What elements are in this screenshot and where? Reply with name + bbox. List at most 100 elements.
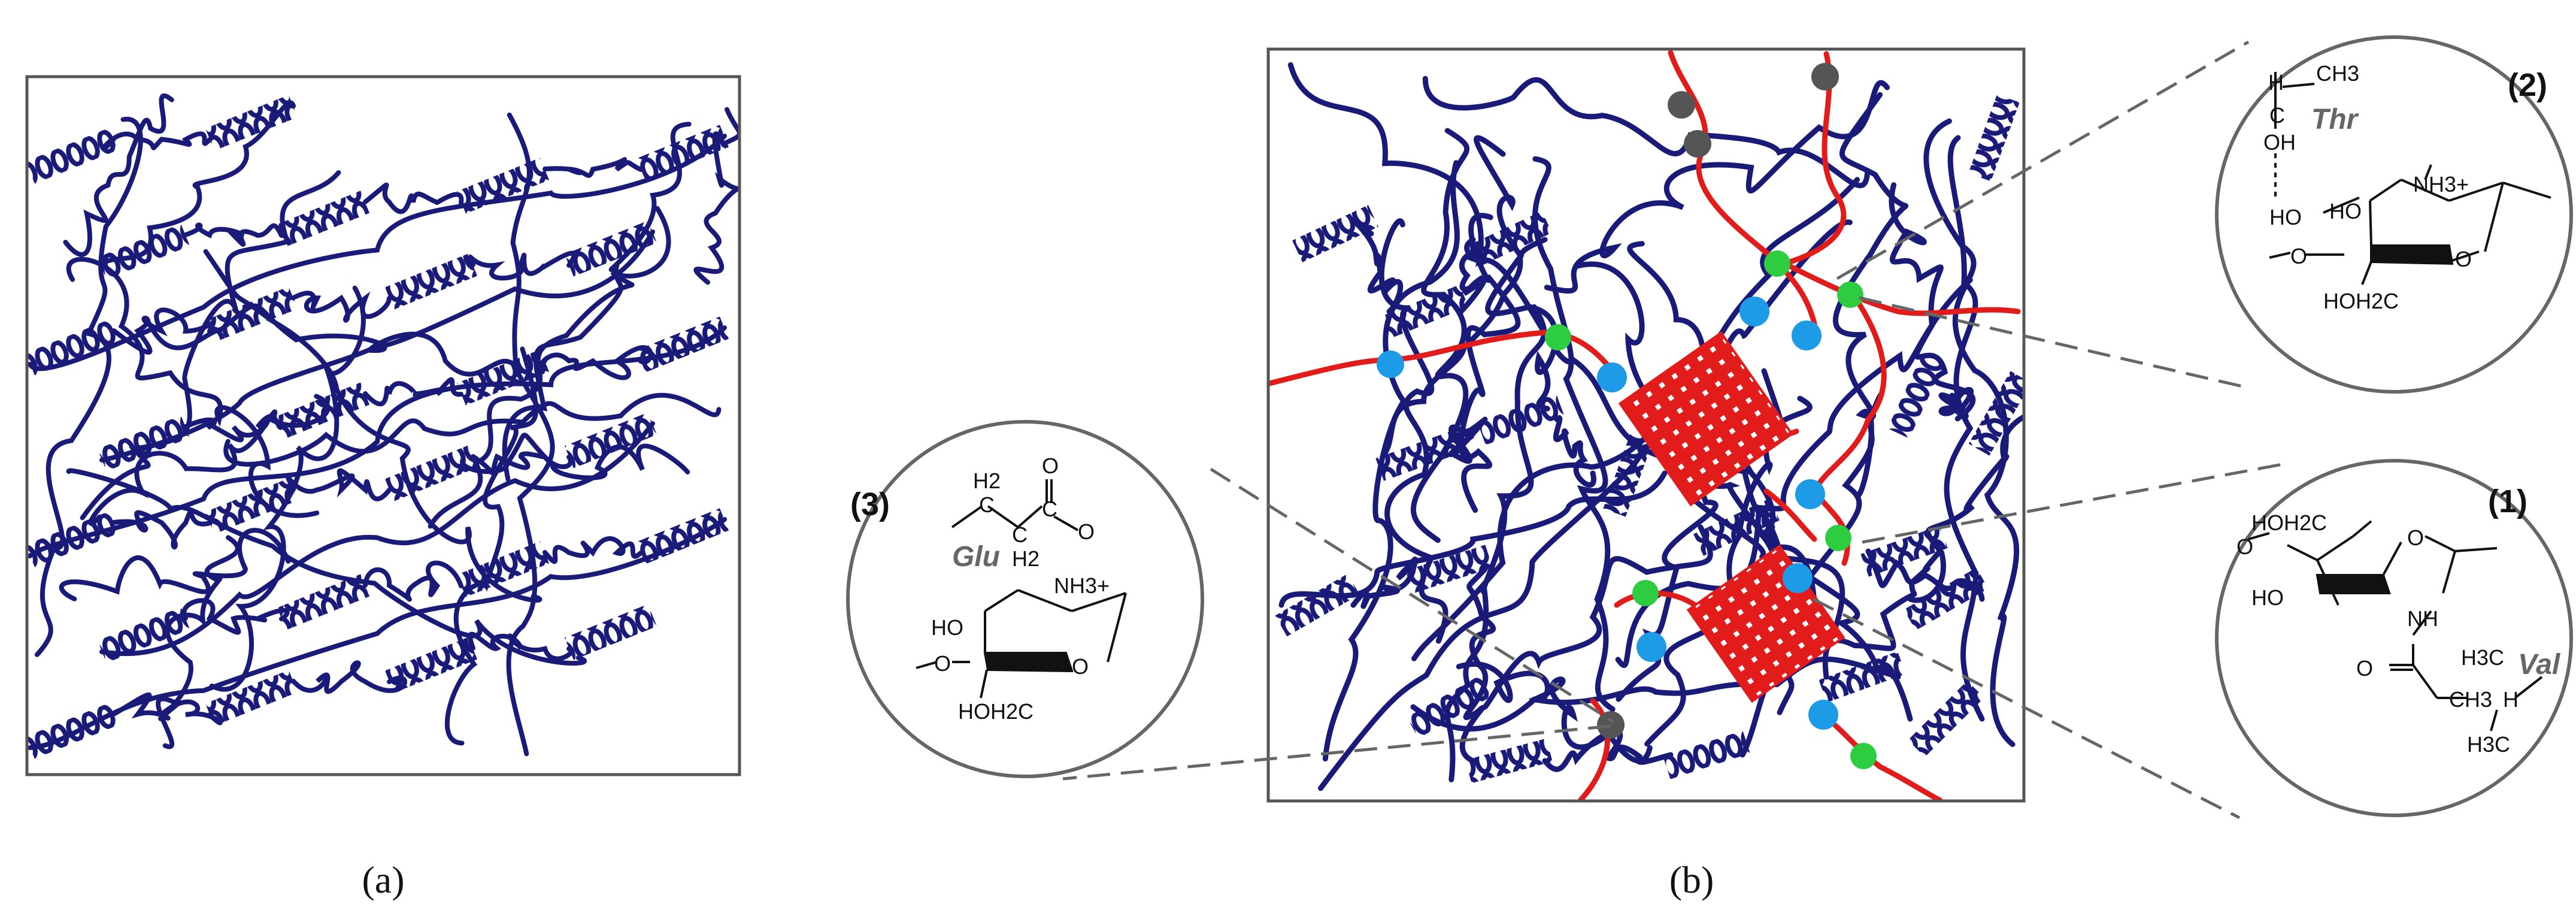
val-o-ring: O [2407, 525, 2424, 550]
node-gray [1668, 91, 1695, 119]
val-h3c-a: H3C [2461, 645, 2504, 670]
random-coil [34, 116, 143, 657]
panel-b-crosslinked-network [1268, 49, 2024, 801]
alpha-helix [27, 128, 119, 184]
val-ho: HO [2251, 585, 2284, 610]
alpha-helix [384, 253, 478, 310]
alpha-helix [1968, 94, 2020, 182]
random-coil [468, 250, 577, 281]
thr-nh3: NH3+ [2413, 172, 2469, 196]
inset-val-number: (1) [2488, 483, 2527, 519]
inset-glu-circle [846, 420, 1204, 778]
protein-helices-b [1275, 94, 2024, 784]
protein-helices-a [27, 95, 729, 759]
alpha-helix [205, 478, 298, 534]
val-residue-label: Val [2518, 649, 2561, 681]
node-green [1764, 250, 1790, 277]
inset-thr-number: (2) [2508, 67, 2547, 103]
random-coil [28, 134, 727, 371]
glu-o-top: O [1042, 454, 1059, 478]
interaction-nodes [1377, 63, 1877, 769]
alpha-helix [564, 220, 657, 277]
inset-thr-zoom: (2) H CH3 C OH Thr HO HO NH3+ HOH2C [2215, 35, 2573, 394]
alpha-helix [384, 637, 478, 693]
random-coil [363, 182, 464, 214]
alpha-helix [1908, 681, 1984, 757]
alpha-helix [1477, 394, 1565, 445]
alpha-helix [456, 541, 550, 597]
val-nh: NH [2407, 606, 2438, 631]
random-coil [1923, 118, 2020, 747]
thr-h: H [2268, 70, 2284, 95]
alpha-helix [1904, 567, 1989, 631]
random-coil [1553, 415, 1596, 488]
random-coil [543, 536, 643, 564]
random-coil [183, 414, 284, 443]
glu-residue-label: Glu [952, 541, 1000, 573]
random-coil [223, 392, 722, 467]
random-coil [1907, 413, 2024, 603]
random-coil [1542, 728, 1674, 772]
inset-glu-number: (3) [850, 486, 890, 522]
random-coil [1318, 219, 1853, 791]
thr-oh: OH [2263, 130, 2296, 155]
alpha-helix [1968, 371, 2024, 456]
random-coil [502, 122, 692, 482]
alpha-helix [277, 574, 370, 630]
alpha-helix [1887, 352, 1945, 439]
random-coil [63, 93, 174, 257]
alpha-helix [205, 286, 298, 343]
alpha-helix [277, 191, 370, 247]
thr-c: C [2269, 103, 2285, 128]
node-blue [1739, 297, 1769, 326]
glu-o-link: O [934, 651, 951, 676]
alpha-helix [27, 703, 119, 759]
node-green [1545, 324, 1571, 350]
panel-b-caption: (b) [1669, 858, 1714, 901]
alpha-helix [1663, 730, 1750, 779]
random-coil [1378, 218, 1448, 644]
alpha-helix [636, 125, 729, 181]
node-green [1850, 743, 1877, 769]
alpha-helix [1603, 430, 1654, 517]
inset-thr-circle [2215, 35, 2573, 394]
val-ch3-ch: CH3 [2449, 687, 2492, 712]
alpha-helix [456, 158, 550, 214]
node-gray [1597, 711, 1625, 739]
alpha-helix [97, 607, 190, 663]
random-coil [1422, 75, 1871, 189]
thr-ho2: HO [2329, 199, 2362, 223]
random-coil [1944, 135, 1985, 722]
alpha-helix [27, 319, 119, 376]
panel-a-random-coil-network [27, 77, 740, 775]
random-coil [363, 377, 463, 407]
thr-hoh2c: HOH2C [2323, 289, 2399, 313]
zoom-connectors [1062, 40, 2283, 820]
thr-ch3: CH3 [2316, 61, 2359, 86]
alpha-helix [1465, 738, 1553, 784]
node-blue [1783, 563, 1813, 593]
alpha-helix [205, 95, 298, 151]
alpha-helix [456, 349, 550, 406]
alpha-helix [1860, 525, 1948, 577]
node-gray [1684, 130, 1711, 158]
random-coil [111, 307, 216, 355]
node-blue [1808, 700, 1838, 730]
alpha-helix [1375, 430, 1463, 481]
glu-c-top: C [979, 492, 995, 517]
glu-c-mid: C [1012, 522, 1028, 547]
panel-a-frame [25, 75, 741, 776]
alpha-helix [1819, 651, 1906, 703]
random-coil [1458, 213, 1521, 513]
panel-b-frame [1266, 47, 2026, 803]
alpha-helix [27, 511, 119, 567]
random-coil [183, 222, 284, 247]
random-coil [286, 468, 392, 501]
glu-o-ring: O [1072, 654, 1089, 679]
inset-glu-zoom: (3) H2 O C C O C Glu H2 NH3+ HO O [846, 420, 1204, 778]
node-blue [1597, 362, 1627, 392]
thr-o-link: O [2290, 244, 2307, 268]
thr-ho: HO [2269, 205, 2302, 229]
random-coil [1822, 548, 1943, 680]
alpha-helix [564, 412, 657, 468]
